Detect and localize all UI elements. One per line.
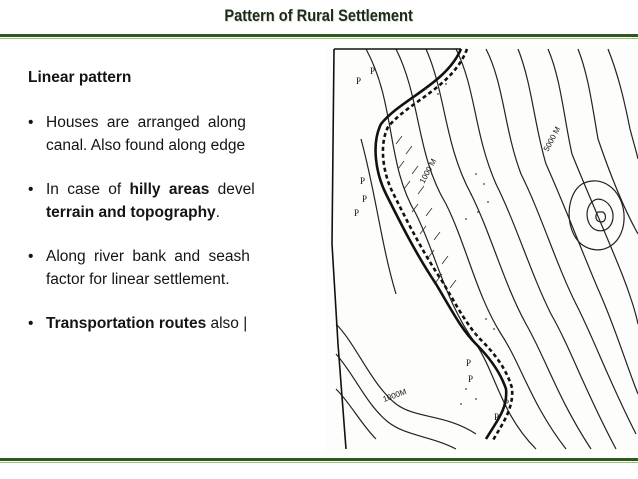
bullet-emphasis: hilly areas bbox=[129, 181, 210, 198]
bullet-item: • Houses are arranged along canal. Also … bbox=[28, 111, 324, 157]
top-rule-accent bbox=[0, 38, 638, 39]
top-rule bbox=[0, 34, 638, 37]
bottom-rule-accent bbox=[0, 462, 638, 463]
bullet-item: • In case of hilly areas devel terrain a… bbox=[28, 178, 324, 224]
map-boundary bbox=[331, 48, 461, 450]
bullet-item: • Along river bank and seash factor for … bbox=[28, 245, 324, 291]
bullet-item: • Transportation routes also | bbox=[28, 312, 324, 335]
house-marker: P bbox=[356, 76, 361, 86]
hatched-settlement-area bbox=[395, 135, 457, 289]
topographic-map: P P P P P P P P P 5000 M 1000 M 1000M bbox=[326, 44, 638, 454]
bullet-dot: • bbox=[28, 181, 34, 198]
vegetation-dots bbox=[425, 83, 495, 405]
bullet-text: . bbox=[215, 204, 220, 221]
house-markers: P P P P P P P P P bbox=[354, 66, 509, 422]
bullet-text-line: Transportation routes also | bbox=[46, 312, 324, 335]
slide-body: Linear pattern • Houses are arranged alo… bbox=[28, 66, 324, 386]
slide-title: Pattern of Rural Settlement bbox=[224, 6, 414, 25]
bullet-dot: • bbox=[28, 315, 34, 332]
bullet-emphasis: Transportation routes bbox=[46, 315, 207, 332]
bullet-dot: • bbox=[28, 114, 34, 131]
bullet-emphasis: terrain and topography bbox=[46, 204, 216, 221]
bullet-text-line: canal. Also found along edge bbox=[46, 137, 246, 154]
house-marker: P bbox=[504, 398, 509, 408]
bullet-text-line: terrain and topography. bbox=[46, 201, 324, 224]
house-marker: P bbox=[362, 194, 367, 204]
house-marker: P bbox=[370, 66, 375, 76]
section-heading: Linear pattern bbox=[28, 69, 132, 86]
bullet-dot: • bbox=[28, 248, 34, 265]
contour-lines bbox=[335, 48, 638, 450]
house-marker: P bbox=[360, 176, 365, 186]
bullet-text: devel bbox=[209, 181, 255, 198]
bullet-text: In case of bbox=[46, 181, 130, 198]
bullet-text-line: factor for linear settlement. bbox=[46, 271, 230, 288]
house-marker: P bbox=[494, 412, 499, 422]
bullet-text-line: In case of hilly areas devel bbox=[46, 178, 324, 201]
bullet-text-line: Along river bank and seash bbox=[46, 248, 250, 265]
house-marker: P bbox=[354, 208, 359, 218]
title-bar: Pattern of Rural Settlement bbox=[0, 0, 638, 32]
bullet-text: also | bbox=[206, 315, 248, 332]
house-marker: P bbox=[468, 374, 473, 384]
bottom-rule bbox=[0, 458, 638, 461]
house-marker: P bbox=[466, 358, 471, 368]
road-linear-settlement bbox=[374, 48, 514, 443]
bullet-text-line: Houses are arranged along bbox=[46, 114, 246, 131]
